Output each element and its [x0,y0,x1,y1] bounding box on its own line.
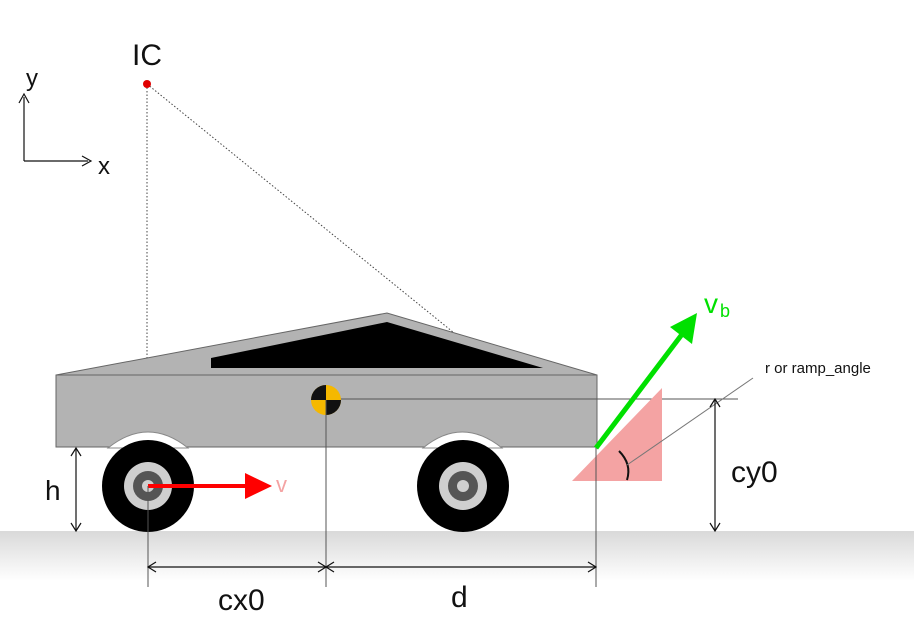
dimension-cx0: cx0 [146,561,328,617]
axes-indicator: y x [18,65,110,180]
front-wheel [417,440,509,532]
cy0-label: cy0 [731,456,778,489]
dimension-cy0: cy0 [709,397,778,533]
dimension-d: d [324,561,598,614]
axis-y-label: y [26,65,38,92]
front-wheel-arch [421,431,504,449]
ramp-triangle [572,388,662,481]
ground [0,531,914,581]
ic-point [143,80,151,88]
vehicle-window [211,322,543,368]
velocity-arrow: v [148,472,287,499]
h-label: h [45,475,61,506]
ramp-note-leader [626,377,754,466]
dimension-h: h [45,446,82,533]
velocity-label: v [276,472,287,497]
d-label: d [451,581,468,614]
ramp-note-label: r or ramp_angle [765,360,871,377]
velocity-b-subscript: b [720,301,730,321]
ic-label: IC [132,39,162,72]
cx0-label: cx0 [218,584,265,617]
axis-x-label: x [98,153,110,180]
velocity-b-main: v [704,288,718,319]
instant-center: IC [132,39,597,486]
